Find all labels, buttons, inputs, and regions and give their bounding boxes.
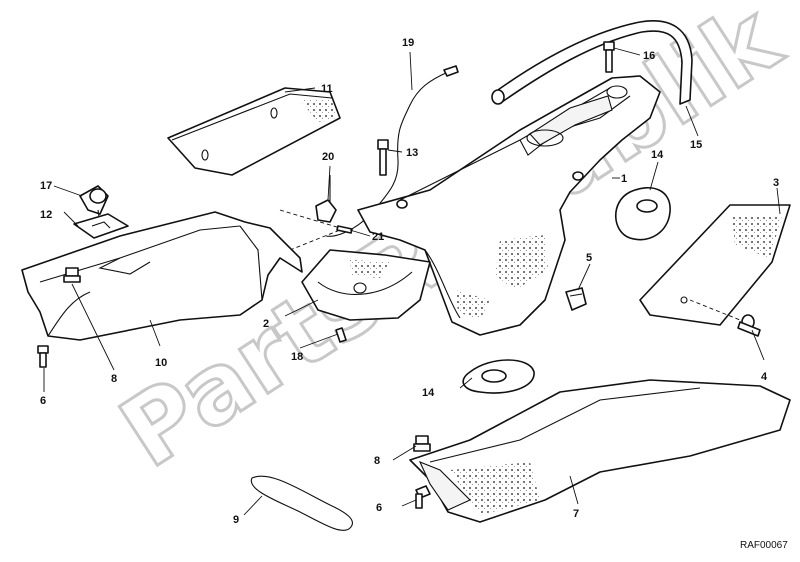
part-clip-5 [565,287,587,311]
part-bolt-4 [689,299,761,337]
part-screw-21 [279,209,353,251]
part-screw-6-left [37,345,49,368]
part-inner-panel [301,249,431,321]
part-mount-8-left [63,267,81,283]
part-plate-12 [73,213,129,239]
callout-13: 13 [406,147,418,159]
callout-15: 15 [690,139,702,151]
callout-10: 10 [155,357,167,369]
leader-lines [43,47,781,516]
callout-19: 19 [402,37,414,49]
part-latch-17 [79,185,109,225]
callouts: 1 2 3 4 5 6 6 7 8 8 9 10 11 12 13 14 14 … [40,37,779,526]
callout-3: 3 [773,177,779,189]
part-rear-subframe [357,75,661,336]
callout-8-bottom: 8 [374,455,380,467]
callout-12: 12 [40,209,52,221]
part-cable [325,65,459,237]
callout-4: 4 [761,371,768,383]
part-seal-loop [250,475,353,531]
callout-14-top: 14 [651,149,664,161]
part-clip-20 [315,175,337,223]
callout-8-left: 8 [111,373,117,385]
drawing-code: RAF00067 [740,540,788,551]
part-tail-cover [409,379,791,523]
part-screw-18 [335,327,347,343]
part-bolt-13 [377,139,389,176]
callout-7: 7 [573,508,579,520]
part-grommet-mid [462,359,535,394]
part-mount-8-bottom [413,435,431,452]
part-side-panel [639,204,791,326]
part-bolt-16 [603,41,615,73]
part-heat-shield-plate [167,87,341,176]
callout-11: 11 [321,83,333,95]
callout-9: 9 [233,514,239,526]
callout-2: 2 [263,318,269,330]
part-screw-6-bottom [415,485,431,509]
callout-17: 17 [40,180,52,192]
part-left-duct [21,211,303,341]
callout-1: 1 [621,173,627,185]
callout-18: 18 [291,351,303,363]
callout-16: 16 [643,50,655,62]
callout-6-bottom: 6 [376,502,382,514]
part-drain-tube [491,20,693,105]
callout-20: 20 [322,151,334,163]
callout-21: 21 [372,231,384,243]
callout-6-left: 6 [40,395,46,407]
callout-14-mid: 14 [422,387,435,399]
callout-5: 5 [586,252,592,264]
part-grommet-top [615,187,671,241]
